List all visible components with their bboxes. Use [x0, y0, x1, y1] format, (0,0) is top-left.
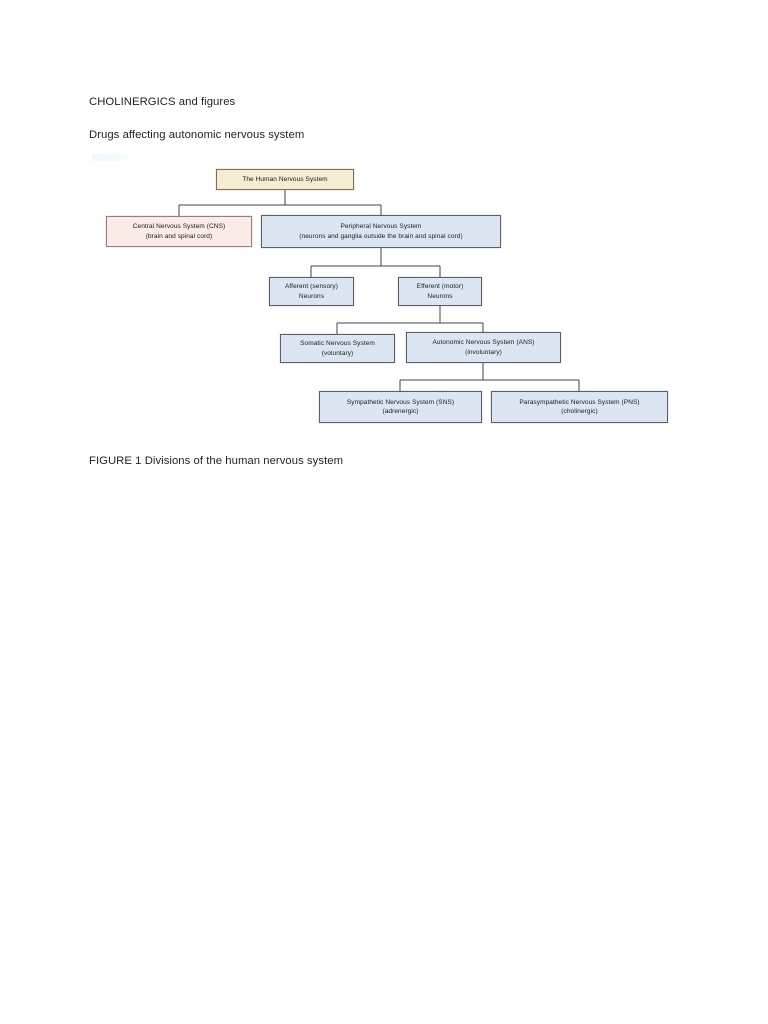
figure-caption: FIGURE 1 Divisions of the human nervous … — [89, 455, 344, 467]
node-autonomic-nervous-system[interactable]: Autonomic Nervous System (ANS) (involunt… — [406, 332, 561, 363]
node-afferent-neurons[interactable]: Afferent (sensory) Neurons — [269, 277, 354, 306]
node-pns-line2: (neurons and ganglia outside the brain a… — [299, 232, 463, 240]
node-afferent-line1: Afferent (sensory) — [285, 283, 338, 291]
node-peripheral-nervous-system[interactable]: Peripheral Nervous System (neurons and g… — [261, 215, 501, 248]
node-somatic-line2: (voluntary) — [321, 349, 354, 357]
node-root-line1: The Human Nervous System — [242, 175, 328, 183]
node-parasympathetic-nervous-system[interactable]: Parasympathetic Nervous System (PNS) (ch… — [491, 391, 668, 423]
node-psns-line1: Parasympathetic Nervous System (PNS) — [519, 398, 640, 406]
node-efferent-neurons[interactable]: Efferent (motor) Neurons — [398, 277, 482, 306]
node-sns-line2: (adrenergic) — [382, 408, 419, 415]
node-ans-line1: Autonomic Nervous System (ANS) — [432, 339, 535, 347]
node-pns-line1: Peripheral Nervous System — [340, 223, 422, 231]
node-psns-line2: (cholinergic) — [561, 408, 598, 415]
node-somatic-line1: Somatic Nervous System — [300, 340, 375, 348]
node-efferent-line2: Neurons — [427, 292, 453, 300]
node-cns-line1: Central Nervous System (CNS) — [132, 223, 226, 231]
page-title: CHOLINERGICS and figures — [89, 96, 236, 108]
node-ans-line2: (involuntary) — [465, 348, 502, 356]
node-somatic-nervous-system[interactable]: Somatic Nervous System (voluntary) — [280, 334, 395, 363]
node-sympathetic-nervous-system[interactable]: Sympathetic Nervous System (SNS) (adrene… — [319, 391, 482, 423]
node-central-nervous-system[interactable]: Central Nervous System (CNS) (brain and … — [106, 216, 252, 247]
node-sns-line1: Sympathetic Nervous System (SNS) — [346, 398, 455, 406]
node-efferent-line1: Efferent (motor) — [416, 283, 464, 291]
node-human-nervous-system[interactable]: The Human Nervous System — [216, 169, 354, 190]
node-cns-line2: (brain and spinal cord) — [145, 232, 213, 240]
document-subtitle: Drugs affecting autonomic nervous system — [89, 129, 305, 141]
scan-artifact-smudge — [92, 154, 136, 161]
node-afferent-line2: Neurons — [298, 292, 325, 300]
